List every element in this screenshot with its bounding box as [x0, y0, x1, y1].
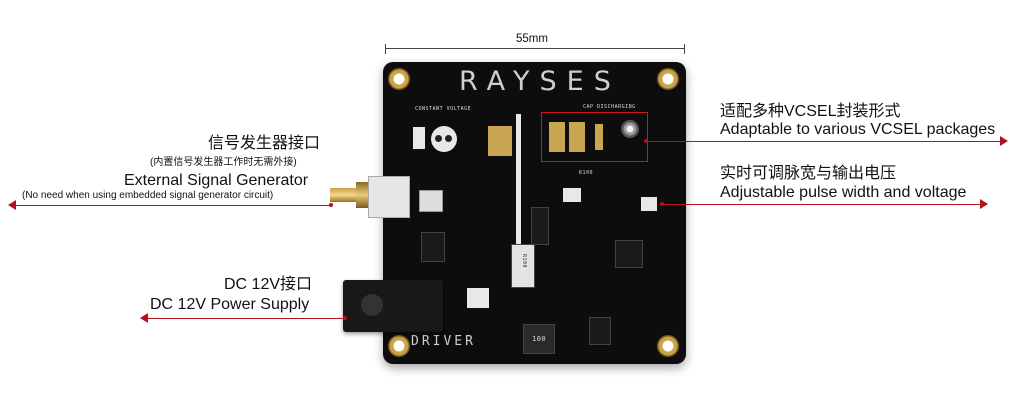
external-signal-en-note: (No need when using embedded signal gene… — [22, 190, 274, 201]
pulse-en: Adjustable pulse width and voltage — [720, 184, 967, 201]
vcsel-pad — [549, 122, 565, 152]
mount-hole — [388, 335, 410, 357]
power-connector-jst — [467, 288, 489, 308]
resistor-r100 — [511, 244, 535, 288]
capacitor-block — [531, 207, 549, 245]
external-signal-cn-note: (内置信号发生器工作时无需外接) — [150, 157, 297, 168]
inductor — [523, 324, 555, 354]
driver-label: DRIVER — [411, 334, 476, 349]
divider-bar — [516, 114, 521, 264]
connector — [413, 127, 425, 149]
pulse-leader — [662, 204, 982, 205]
silk-r100-mid: R100 — [521, 253, 528, 269]
regulator-chip — [419, 190, 443, 212]
mosfet — [421, 232, 445, 262]
vcsel-en: Adaptable to various VCSEL packages — [720, 121, 996, 138]
vcsel-highlight-box — [541, 112, 648, 162]
vcsel-pad — [595, 124, 603, 150]
leader-dot — [644, 139, 648, 143]
silk-cap-discharging: CAP DISCHARGING — [583, 104, 636, 110]
mosfet — [589, 317, 611, 345]
jst-connector — [563, 188, 581, 202]
leader-dot — [660, 202, 664, 206]
silk-constant-voltage: CONSTANT VOLTAGE — [415, 106, 472, 112]
vcsel-pad — [569, 122, 585, 152]
jst-connector — [641, 197, 657, 211]
board-logo: RAYSES — [459, 66, 621, 97]
arrow-right — [980, 199, 988, 209]
driver-board: RAYSES CONSTANT VOLTAGE CAP DISCHARGING … — [383, 62, 686, 364]
dc-power-leader — [147, 318, 344, 319]
external-signal-en-title: External Signal Generator — [124, 172, 309, 189]
arrow-right — [1000, 136, 1008, 146]
leader-dot — [343, 316, 347, 320]
trimmer-pot — [431, 126, 457, 152]
vcsel-leader — [646, 141, 1002, 142]
vcsel-cn: 适配多种VCSEL封装形式 — [720, 103, 901, 120]
controller-ic — [615, 240, 643, 268]
arrow-left — [140, 313, 148, 323]
external-signal-leader — [15, 205, 330, 206]
mount-hole — [657, 335, 679, 357]
dc-power-cn: DC 12V接口 — [224, 276, 313, 293]
dc-power-en: DC 12V Power Supply — [150, 296, 310, 313]
dc-barrel-jack — [343, 280, 443, 332]
pulse-cn: 实时可调脉宽与输出电压 — [720, 165, 897, 182]
inductor-label: 100 — [532, 335, 547, 343]
silk-r100-top: R100 — [579, 170, 594, 176]
capacitor-pad — [488, 126, 512, 156]
external-signal-cn-title: 信号发生器接口 — [208, 135, 321, 152]
mount-hole — [657, 68, 679, 90]
arrow-left — [8, 200, 16, 210]
vcsel-socket — [621, 120, 639, 138]
dimension-label: 55mm — [516, 33, 548, 45]
mount-hole — [388, 68, 410, 90]
leader-dot — [329, 203, 333, 207]
signal-connector-housing — [368, 176, 410, 218]
